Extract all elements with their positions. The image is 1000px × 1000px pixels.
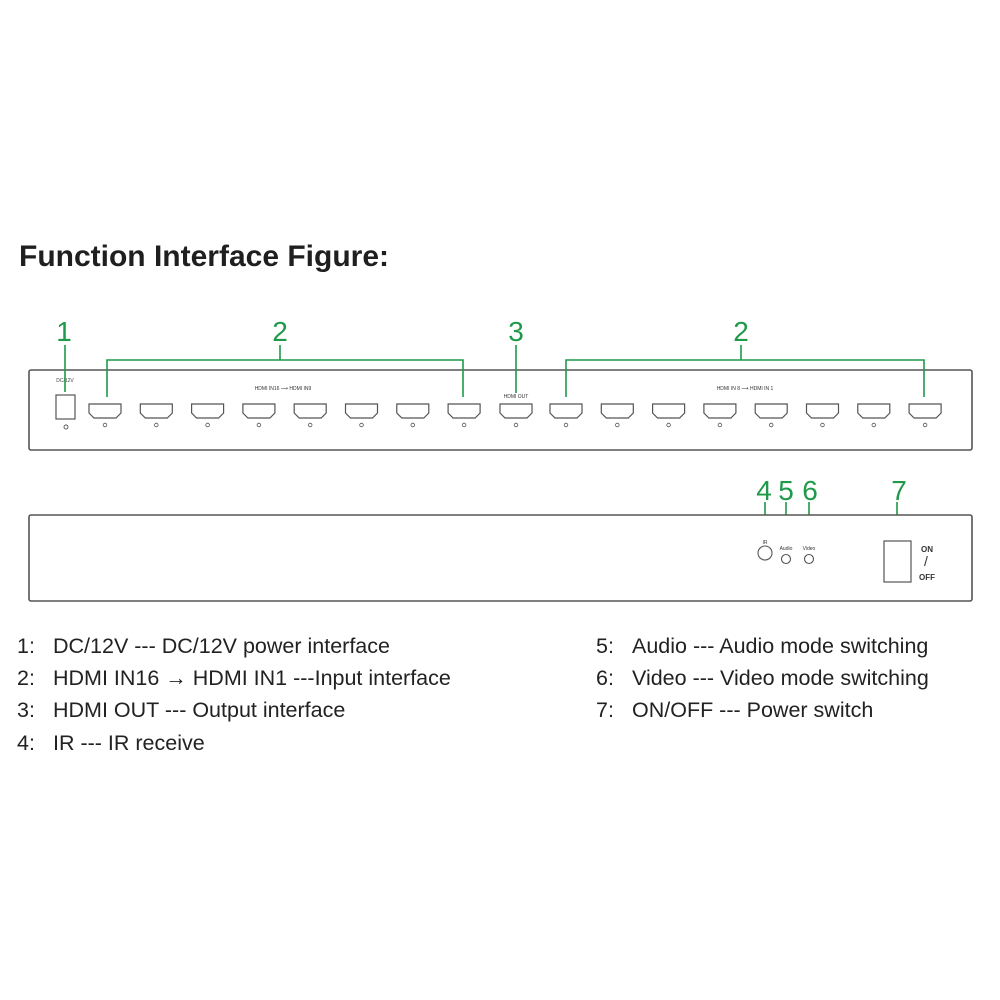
legend-item-6: 6: Video --- Video mode switching	[596, 666, 929, 690]
legend-text: ON/OFF --- Power switch	[632, 698, 874, 722]
legend-num: 4:	[17, 731, 35, 755]
legend-num: 6:	[596, 666, 614, 690]
hdmi-input-port[interactable]	[139, 403, 173, 419]
legend-num: 1:	[17, 634, 35, 658]
hdmi-input-port[interactable]	[242, 403, 276, 419]
audio-label: Audio	[780, 546, 793, 552]
legend-text: HDMI OUT --- Output interface	[53, 698, 346, 722]
port-indicator-led	[717, 422, 723, 428]
port-indicator-led	[461, 422, 467, 428]
power-switch[interactable]	[883, 540, 912, 583]
left-input-group-label: HDMI IN16 ⟶ HDMI IN9	[255, 386, 312, 392]
hdmi-input-port[interactable]	[805, 403, 840, 419]
switch-off-label: OFF	[919, 573, 935, 582]
hdmi-input-port[interactable]	[344, 403, 379, 419]
hdmi-input-port[interactable]	[857, 403, 891, 419]
legend-text: Video --- Video mode switching	[632, 666, 929, 690]
hdmi-out-label: HDMI OUT	[504, 394, 529, 400]
port-indicator-led	[871, 422, 876, 428]
ir-label: IR	[763, 540, 768, 546]
port-indicator-led	[513, 422, 519, 428]
port-indicator-led	[666, 422, 671, 428]
hdmi-input-port[interactable]	[652, 403, 686, 419]
back-panel	[28, 514, 973, 602]
right-input-group-label: HDMI IN 8 ⟶ HDMI IN 1	[717, 386, 774, 392]
hdmi-output-port[interactable]	[499, 403, 533, 419]
callout-4: 4	[756, 475, 772, 506]
hdmi-input-port[interactable]	[191, 403, 225, 419]
callout-6: 6	[802, 475, 818, 506]
port-indicator-led	[769, 422, 774, 428]
hdmi-input-port[interactable]	[754, 403, 788, 419]
legend-item-3: 3: HDMI OUT --- Output interface	[17, 698, 345, 722]
legend-item-1: 1: DC/12V --- DC/12V power interface	[17, 634, 390, 658]
port-indicator-led	[308, 422, 313, 428]
legend-num: 7:	[596, 698, 614, 722]
callout-3: 3	[508, 316, 524, 347]
switch-on-label: ON	[921, 545, 933, 554]
hdmi-input-port[interactable]	[88, 403, 122, 419]
video-button[interactable]	[803, 553, 815, 565]
hdmi-ports	[88, 403, 942, 428]
port-indicator-led	[359, 422, 364, 428]
hdmi-input-port[interactable]	[600, 403, 634, 419]
port-indicator-led	[256, 422, 262, 428]
hdmi-input-port[interactable]	[549, 403, 583, 419]
callout-2a: 2	[272, 316, 288, 347]
port-indicator-led	[820, 422, 825, 428]
hdmi-input-port[interactable]	[396, 403, 430, 419]
port-indicator-led	[154, 422, 159, 428]
legend-text: IR --- IR receive	[53, 731, 205, 755]
callout-numbers: 1 2 3 2 4 5 6 7	[56, 316, 907, 506]
ir-receiver	[757, 545, 773, 561]
hdmi-input-port[interactable]	[293, 403, 327, 419]
legend-item-4: 4: IR --- IR receive	[17, 731, 205, 755]
switch-slash: /	[924, 553, 928, 569]
legend-num: 5:	[596, 634, 614, 658]
page-title: Function Interface Figure:	[19, 240, 390, 273]
callout-2a-bracket	[106, 359, 464, 397]
legend-item-7: 7: ON/OFF --- Power switch	[596, 698, 873, 722]
hdmi-input-port[interactable]	[703, 403, 737, 419]
legend-item-2: 2: HDMI IN16 → HDMI IN1 ---Input interfac…	[17, 666, 451, 690]
legend-text: Audio --- Audio mode switching	[632, 634, 929, 658]
video-label: Video	[803, 546, 816, 552]
callout-2b-bracket	[565, 359, 925, 397]
port-indicator-led	[102, 422, 108, 428]
callout-7: 7	[891, 475, 907, 506]
legend-text: DC/12V --- DC/12V power interface	[53, 634, 390, 658]
power-led	[63, 424, 69, 430]
port-indicator-led	[922, 422, 928, 428]
port-indicator-led	[205, 422, 210, 428]
callout-5: 5	[778, 475, 794, 506]
port-indicator-led	[410, 422, 415, 428]
audio-button[interactable]	[780, 553, 792, 565]
legend-num: 3:	[17, 698, 35, 722]
callout-2b: 2	[733, 316, 749, 347]
port-indicator-led	[615, 422, 620, 428]
legend-item-5: 5: Audio --- Audio mode switching	[596, 634, 928, 658]
hdmi-input-port[interactable]	[447, 403, 481, 419]
dc-power-jack	[55, 394, 76, 420]
hdmi-input-port[interactable]	[908, 403, 942, 419]
legend-text: HDMI IN16 → HDMI IN1 ---Input interface	[53, 666, 451, 690]
legend-num: 2:	[17, 666, 35, 690]
callout-1: 1	[56, 316, 72, 347]
port-indicator-led	[563, 422, 569, 428]
